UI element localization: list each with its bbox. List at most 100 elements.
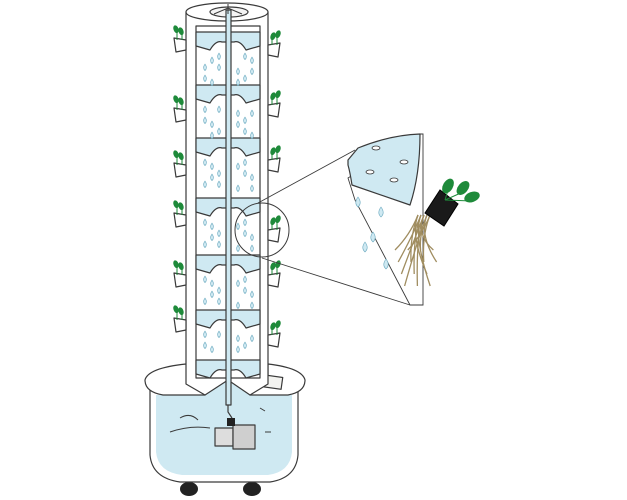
tower-column	[185, 2, 269, 419]
spray-hole	[371, 145, 381, 151]
plant-icon	[275, 145, 281, 154]
water-drop-icon	[236, 334, 240, 343]
spray-hole	[365, 169, 375, 175]
water-drop-icon	[250, 184, 254, 193]
water-drop-icon	[210, 173, 214, 182]
plant-icon	[178, 262, 184, 271]
water-drop-icon	[203, 218, 207, 227]
water-drops	[203, 52, 254, 354]
water-drop-icon	[210, 290, 214, 299]
water-drop-icon	[243, 158, 247, 167]
wheel	[243, 482, 261, 496]
water-drop-icon	[236, 120, 240, 129]
water-drop-icon	[370, 231, 376, 243]
water-drop-icon	[217, 297, 221, 306]
water-drop-icon	[203, 341, 207, 350]
water-drop-icon	[250, 334, 254, 343]
plant-icon	[275, 320, 281, 329]
water-drop-icon	[203, 240, 207, 249]
water-drop-icon	[243, 52, 247, 61]
water-drop-icon	[236, 78, 240, 87]
plant-icon	[178, 27, 184, 36]
plant-icon	[442, 178, 454, 194]
water-drop-icon	[250, 244, 254, 253]
plant-pocket	[173, 162, 187, 178]
water-drop-icon	[210, 279, 214, 288]
water-drop-icon	[203, 74, 207, 83]
plant-pocket	[173, 37, 187, 53]
water-ripples	[169, 407, 271, 433]
water-drop-icon	[355, 196, 361, 208]
water-drop-icon	[210, 345, 214, 354]
water-drop-icon	[236, 222, 240, 231]
water-drop-icon	[236, 184, 240, 193]
water-drop-icon	[217, 240, 221, 249]
plant-pocket	[267, 227, 281, 243]
water-drop-icon	[203, 275, 207, 284]
water-drop-icon	[236, 301, 240, 310]
wheel	[180, 482, 198, 496]
plant-pocket	[173, 317, 187, 333]
water-drop-icon	[210, 233, 214, 242]
water-drop-icon	[203, 180, 207, 189]
plant-pocket	[173, 272, 187, 288]
plant-icon	[464, 191, 480, 203]
callout-line	[261, 257, 411, 306]
water-drop-icon	[243, 169, 247, 178]
plant-icon	[173, 200, 179, 209]
plant-icon	[178, 202, 184, 211]
plant-icon	[270, 147, 276, 156]
water-drop-icon	[236, 345, 240, 354]
plant-icon	[270, 322, 276, 331]
plant-icon	[270, 92, 276, 101]
water-drop-icon	[210, 222, 214, 231]
water-drop-icon	[217, 127, 221, 136]
inset-tier-plate	[347, 133, 421, 206]
plant-icon	[173, 260, 179, 269]
water-drop-icon	[236, 109, 240, 118]
water-drop-icon	[250, 301, 254, 310]
plant-icon	[270, 217, 276, 226]
water-drop-icon	[250, 109, 254, 118]
water-drop-icon	[203, 330, 207, 339]
plant-icon	[178, 307, 184, 316]
callout-line	[257, 149, 356, 204]
reservoir-base	[144, 363, 306, 496]
water-drop-icon	[243, 116, 247, 125]
water-drop-icon	[250, 67, 254, 76]
pump-body	[232, 424, 256, 450]
plant-pocket	[267, 332, 281, 348]
water-drop-icon	[243, 229, 247, 238]
water-drop-icon	[250, 233, 254, 242]
water-drop-icon	[243, 127, 247, 136]
water-drop-icon	[243, 341, 247, 350]
water-drop-icon	[378, 206, 384, 218]
water-drop-icon	[217, 63, 221, 72]
water-drop-icon	[210, 131, 214, 140]
plant-pocket	[267, 42, 281, 58]
plant-icon	[178, 152, 184, 161]
plant-icon	[173, 150, 179, 159]
spray-hole	[389, 177, 399, 183]
water-drop-icon	[217, 286, 221, 295]
spray-hole	[399, 159, 409, 165]
sprinkler-head	[213, 4, 243, 15]
plant-pockets	[173, 25, 281, 348]
water-drop-icon	[203, 158, 207, 167]
plant-root	[420, 214, 434, 251]
plant-icon	[275, 90, 281, 99]
water-drop-icon	[203, 297, 207, 306]
plant-icon	[173, 25, 179, 34]
water-drop-icon	[217, 52, 221, 61]
water-drop-icon	[250, 131, 254, 140]
reservoir-water	[156, 378, 292, 475]
water-drop-icon	[236, 279, 240, 288]
water-drop-icon	[236, 162, 240, 171]
water-drop-icon	[250, 173, 254, 182]
pump-icon	[214, 427, 234, 447]
plant-icon	[275, 215, 281, 224]
center-pipe	[225, 9, 232, 406]
water-drop-icon	[217, 229, 221, 238]
water-drop-icon	[217, 105, 221, 114]
